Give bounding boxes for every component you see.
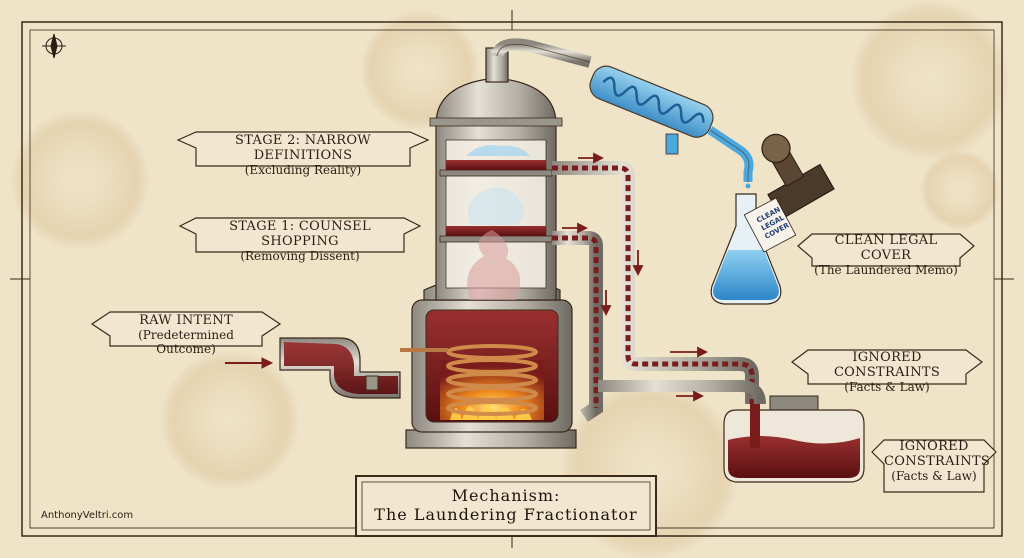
- label-stage1-title: STAGE 1: COUNSEL SHOPPING: [229, 219, 371, 249]
- draw-off-pipes: [552, 161, 766, 422]
- clean-flask: [710, 193, 782, 305]
- credit-text: AnthonyVeltri.com: [41, 510, 134, 521]
- label-stage1: STAGE 1: COUNSEL SHOPPING (Removing Diss…: [196, 219, 404, 264]
- banner-stage2: [176, 131, 430, 167]
- label-raw-intent: RAW INTENT (Predetermined Outcome): [110, 313, 262, 357]
- title-plaque: [355, 475, 657, 537]
- label-raw-intent-subtitle: (Predetermined Outcome): [138, 327, 234, 356]
- banners: [90, 131, 997, 493]
- label-stage2-title: STAGE 2: NARROW DEFINITIONS: [235, 133, 371, 163]
- condenser: [589, 65, 754, 189]
- title-line2: The Laundering Fractionator: [374, 505, 638, 524]
- inlet-pipe: [279, 337, 401, 399]
- fractionating-column: [429, 38, 592, 301]
- label-ignored1-title: IGNORED CONSTRAINTS: [833, 350, 941, 380]
- label-clean-cover-subtitle: (The Laundered Memo): [814, 262, 958, 277]
- rubber-stamp-icon: [743, 133, 835, 253]
- diagram-title: Mechanism: The Laundering Fractionator: [360, 479, 652, 533]
- label-stage1-subtitle: (Removing Dissent): [240, 248, 360, 263]
- label-ignored1-subtitle: (Facts & Law): [844, 379, 930, 394]
- label-ignored2-subtitle: (Facts & Law): [891, 468, 977, 483]
- banner-ignored1: [791, 349, 983, 385]
- banner-raw: [90, 311, 282, 347]
- title-line1: Mechanism:: [451, 486, 561, 505]
- waste-jar: [723, 395, 865, 483]
- label-ignored2-title: IGNORED CONSTRAINTS: [884, 439, 991, 469]
- heating-coil: [446, 344, 538, 416]
- label-stage2-subtitle: (Excluding Reality): [244, 162, 362, 177]
- banner-ignored2: [871, 439, 997, 493]
- label-stage2: STAGE 2: NARROW DEFINITIONS (Excluding R…: [196, 133, 410, 178]
- label-ignored-constraints-1: IGNORED CONSTRAINTS (Facts & Law): [808, 350, 966, 395]
- label-ignored-constraints-2: IGNORED CONSTRAINTS (Facts & Law): [884, 439, 991, 484]
- still-base: [400, 274, 577, 449]
- label-raw-intent-title: RAW INTENT: [139, 313, 233, 328]
- label-clean-cover: CLEAN LEGAL COVER (The Laundered Memo): [812, 233, 960, 278]
- label-clean-cover-title: CLEAN LEGAL COVER: [834, 233, 938, 263]
- banner-stage1: [178, 217, 422, 253]
- inlet-arrow: [225, 357, 274, 369]
- banner-clean: [797, 233, 975, 267]
- compass-rose-icon: [42, 33, 66, 59]
- flow-arrows: [562, 152, 709, 402]
